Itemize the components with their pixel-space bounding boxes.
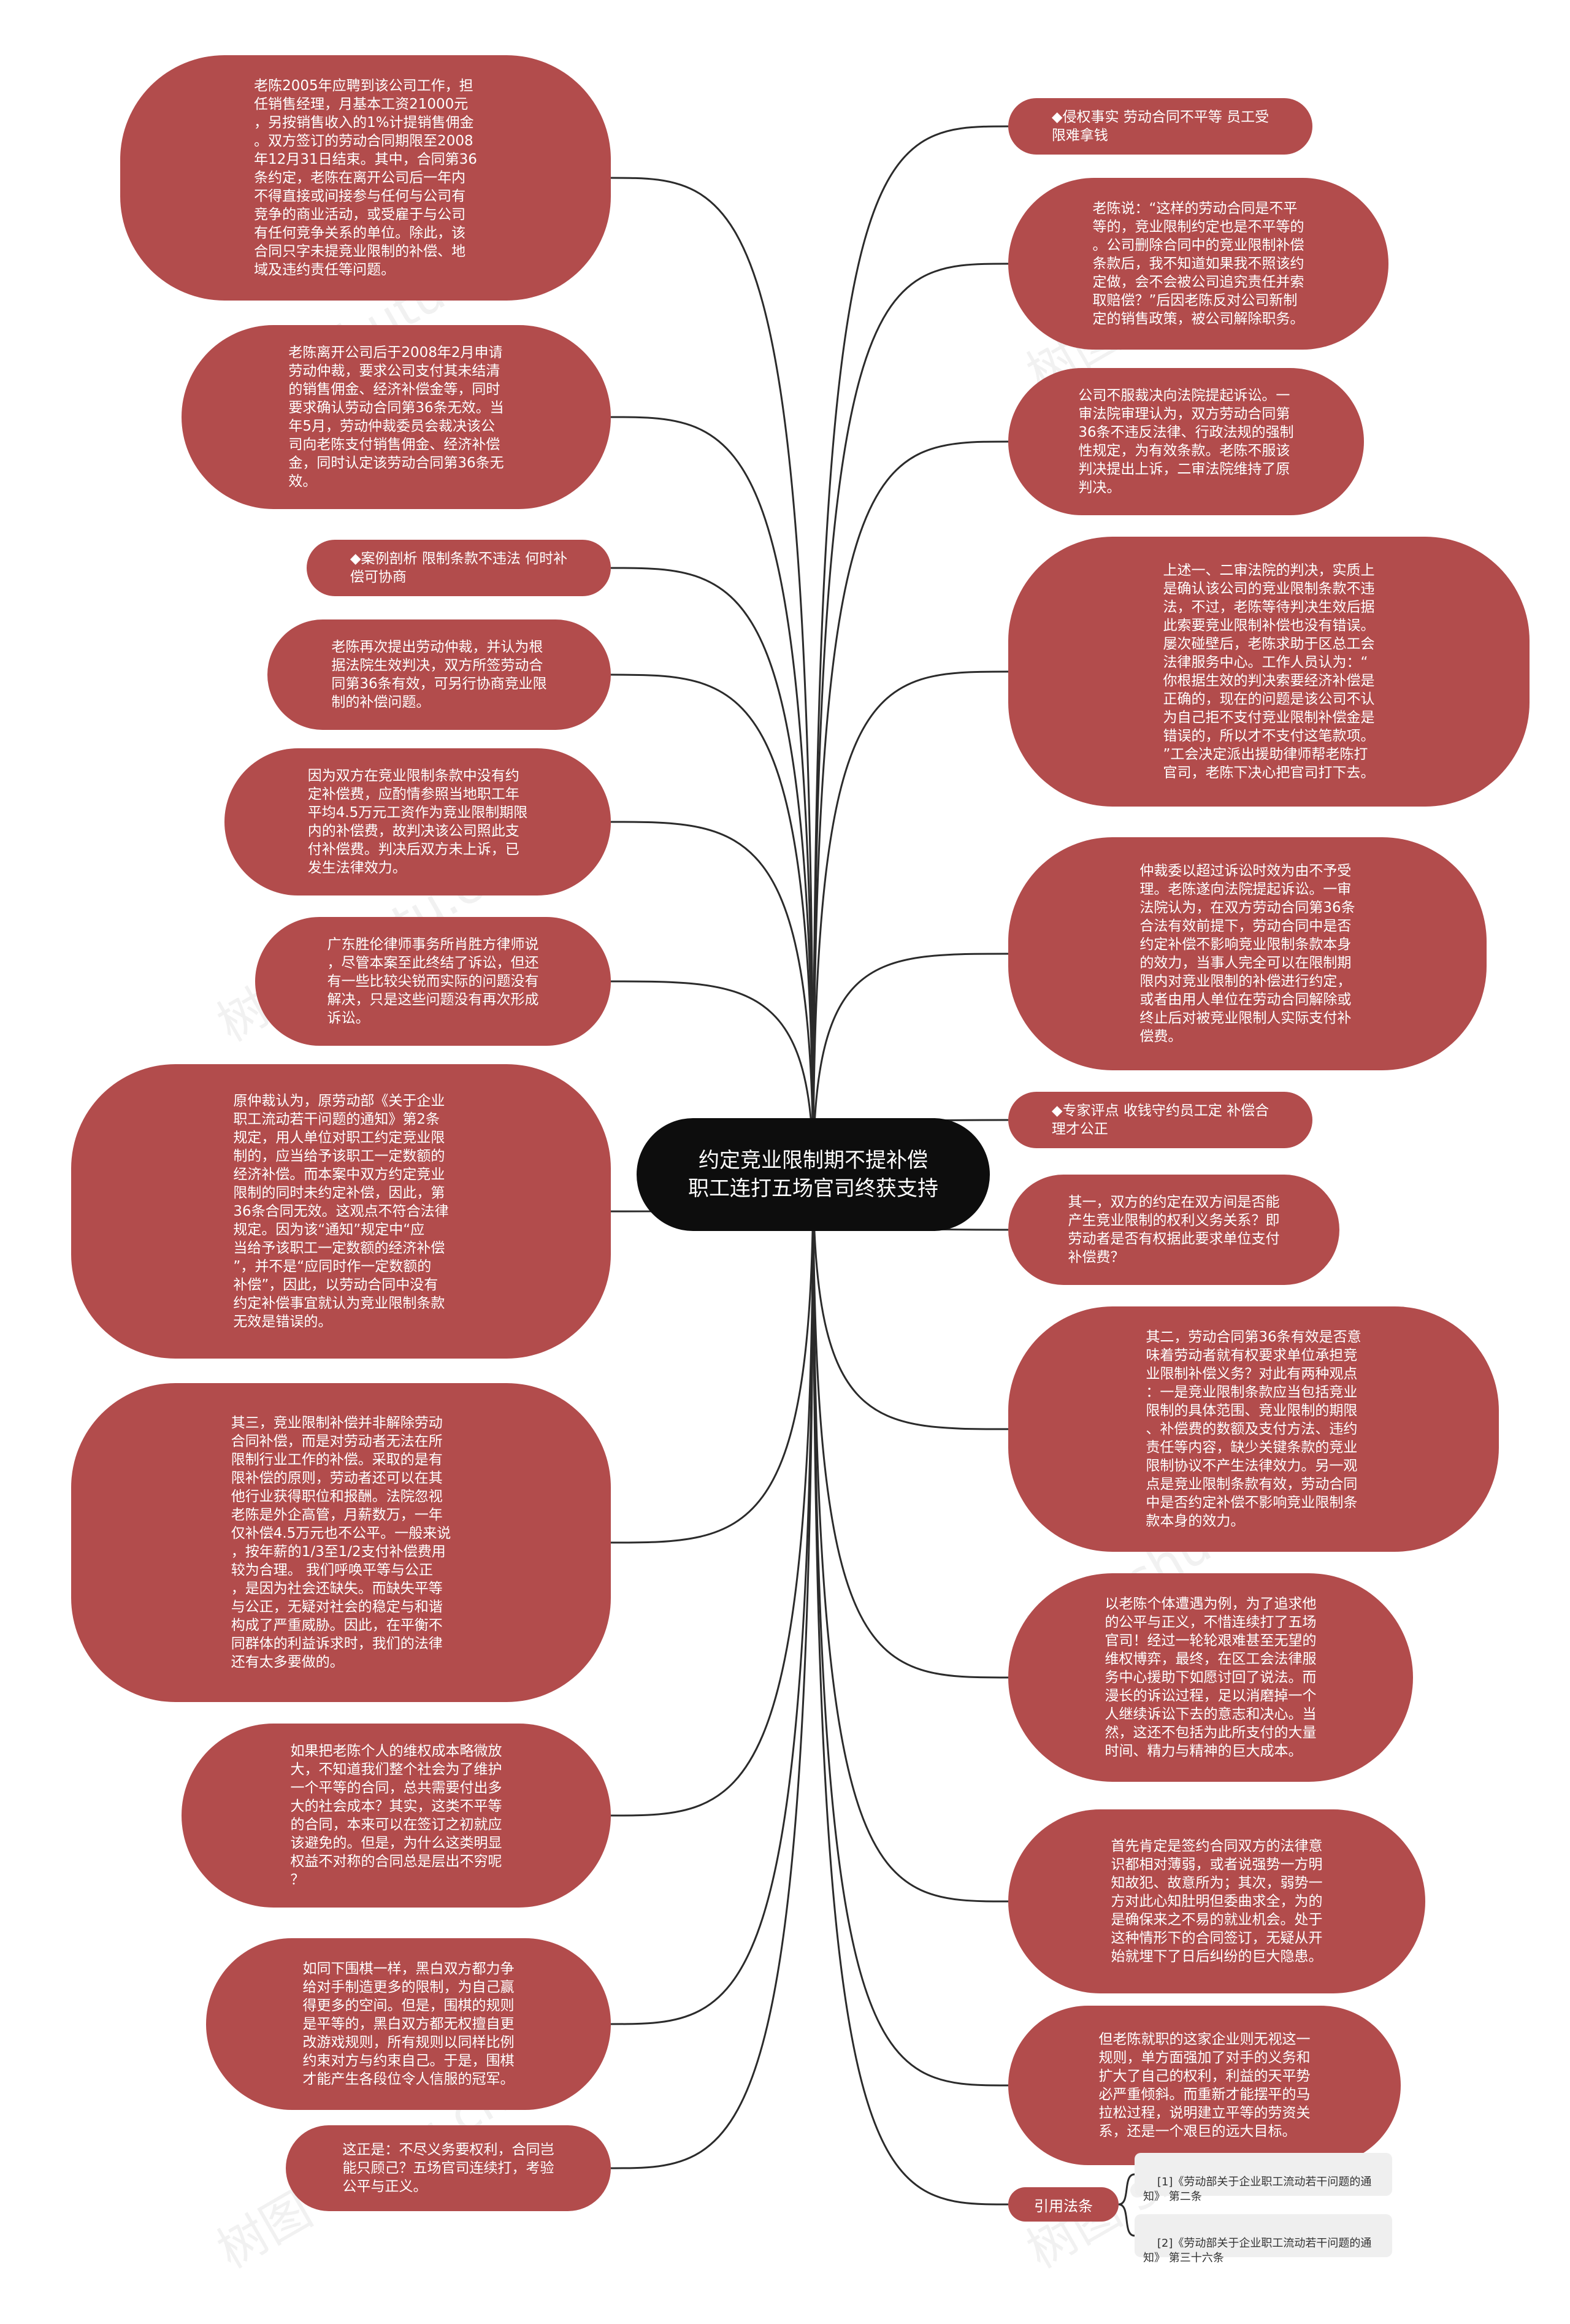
left-node-8[interactable]: 其三，竞业限制补偿并非解除劳动 合同补偿，而是对劳动者无法在所 限制行业工作的补…	[71, 1383, 611, 1702]
node-text: 其二，劳动合同第36条有效是否意 味着劳动者就有权要求单位承担竞 业限制补偿义务…	[1146, 1329, 1361, 1529]
citation-ref-1[interactable]: [1]《劳动部关于企业职工流动若干问题的通 知》 第二条	[1135, 2153, 1392, 2203]
connector-left-5	[610, 821, 814, 1175]
right-node-3[interactable]: 公司不服裁决向法院提起诉讼。一 审法院审理认为，双方劳动合同第 36条不违反法律…	[1008, 368, 1364, 515]
node-text: 其一，双方的约定在双方间是否能 产生竞业限制的权利义务关系？即 劳动者是否有权据…	[1068, 1194, 1280, 1265]
node-text: ◆案例剖析 限制条款不违法 何时补 偿可协商	[350, 551, 568, 585]
left-node-2[interactable]: 老陈离开公司后于2008年2月申请 劳动仲裁，要求公司支付其未结清 的销售佣金、…	[182, 325, 611, 509]
right-node-2[interactable]: 老陈说：“这样的劳动合同是不平 等的，竞业限制约定也是不平等的 。公司删除合同中…	[1008, 178, 1388, 350]
connector-left-9	[610, 1174, 814, 1817]
node-text: 这正是：不尽义务要权利，合同岂 能只顾己？五场官司连续打，考验 公平与正义。	[342, 2142, 554, 2195]
left-node-7[interactable]: 原仲裁认为，原劳动部《关于企业 职工流动若干问题的通知》第2条 规定，用人单位对…	[71, 1064, 611, 1359]
left-node-6[interactable]: 广东胜伦律师事务所肖胜方律师说 ，尽管本案至此终结了诉讼，但还 有一些比较尖锐而…	[255, 917, 611, 1046]
ref-text: [2]《劳动部关于企业职工流动若干问题的通 知》 第三十六条	[1143, 2237, 1372, 2265]
left-node-5[interactable]: 因为双方在竞业限制条款中没有约 定补偿费，应酌情参照当地职工年 平均4.5万元工…	[224, 748, 611, 895]
left-node-3[interactable]: ◆案例剖析 限制条款不违法 何时补 偿可协商	[307, 540, 611, 596]
left-node-4[interactable]: 老陈再次提出劳动仲裁，并认为根 据法院生效判决，双方所签劳动合 同第36条有效，…	[267, 619, 611, 730]
connector-left-10	[610, 1174, 814, 2025]
node-text: 首先肯定是签约合同双方的法律意 识都相对薄弱，或者说强势一方明 知故犯、故意所为…	[1111, 1838, 1323, 1965]
connector-left-2	[610, 416, 814, 1175]
left-node-10[interactable]: 如同下围棋一样，黑白双方都力争 给对手制造更多的限制，为自己赢 得更多的空间。但…	[206, 1938, 611, 2110]
node-text: 仲裁委以超过诉讼时效为由不予受 理。老陈遂向法院提起诉讼。一审 法院认为，在双方…	[1139, 863, 1355, 1045]
right-node-6[interactable]: ◆专家评点 收钱守约员工定 补偿合 理才公正	[1008, 1092, 1312, 1148]
connector-right-2	[812, 263, 1009, 1175]
connector-left-3	[610, 567, 814, 1175]
node-text: 如果把老陈个人的维权成本略微放 大，不知道我们整个社会为了维护 一个平等的合同，…	[290, 1743, 502, 1888]
node-text: 广东胜伦律师事务所肖胜方律师说 ，尽管本案至此终结了诉讼，但还 有一些比较尖锐而…	[327, 937, 539, 1026]
connector-right-8	[812, 1174, 1009, 1430]
node-text: 老陈再次提出劳动仲裁，并认为根 据法院生效判决，双方所签劳动合 同第36条有效，…	[331, 639, 547, 710]
connector-left-1	[610, 177, 814, 1175]
connector-left-4	[610, 673, 814, 1175]
root-topic[interactable]: 约定竞业限制期不提补偿 职工连打五场官司终获支持	[637, 1118, 990, 1231]
right-node-8[interactable]: 其二，劳动合同第36条有效是否意 味着劳动者就有权要求单位承担竞 业限制补偿义务…	[1008, 1306, 1499, 1552]
node-text: 公司不服裁决向法院提起诉讼。一 审法院审理认为，双方劳动合同第 36条不违反法律…	[1078, 388, 1294, 496]
node-text: ◆专家评点 收钱守约员工定 补偿合 理才公正	[1051, 1103, 1269, 1137]
node-text: 上述一、二审法院的判决，实质上 是确认该公司的竞业限制条款不违 法，不过，老陈等…	[1163, 562, 1375, 781]
right-node-5[interactable]: 仲裁委以超过诉讼时效为由不予受 理。老陈遂向法院提起诉讼。一审 法院认为，在双方…	[1008, 837, 1487, 1070]
node-text: 如同下围棋一样，黑白双方都力争 给对手制造更多的限制，为自己赢 得更多的空间。但…	[302, 1961, 515, 2087]
connector-right-9	[812, 1174, 1009, 1679]
node-text: 原仲裁认为，原劳动部《关于企业 职工流动若干问题的通知》第2条 规定，用人单位对…	[233, 1093, 449, 1330]
left-node-1[interactable]: 老陈2005年应聘到该公司工作，担 任销售经理，月基本工资21000元 ，另按销…	[120, 55, 611, 301]
right-node-11[interactable]: 但老陈就职的这家企业则无视这一 规则，单方面强加了对手的义务和 扩大了自己的权利…	[1008, 2006, 1401, 2165]
connector-ref-1	[1118, 2173, 1135, 2206]
connector-left-11	[610, 1174, 814, 2169]
connector-left-6	[610, 980, 814, 1175]
connector-right-4	[812, 670, 1009, 1175]
citation-node[interactable]: 引用法条	[1008, 2187, 1119, 2222]
node-text: 老陈说：“这样的劳动合同是不平 等的，竞业限制约定也是不平等的 。公司删除合同中…	[1092, 201, 1304, 327]
left-node-9[interactable]: 如果把老陈个人的维权成本略微放 大，不知道我们整个社会为了维护 一个平等的合同，…	[182, 1724, 611, 1908]
node-text: 老陈2005年应聘到该公司工作，担 任销售经理，月基本工资21000元 ，另按销…	[254, 78, 477, 278]
citation-ref-2[interactable]: [2]《劳动部关于企业职工流动若干问题的通 知》 第三十六条	[1135, 2214, 1392, 2265]
connector-ref-2	[1118, 2203, 1135, 2237]
connector-right-11	[812, 1174, 1009, 2087]
node-text: 其三，竞业限制补偿并非解除劳动 合同补偿，而是对劳动者无法在所 限制行业工作的补…	[231, 1415, 451, 1670]
node-text: 以老陈个体遭遇为例，为了追求他 的公平与正义，不惜连续打了五场 官司！经过一轮轮…	[1105, 1596, 1317, 1759]
connector-right-5	[812, 953, 1009, 1175]
citation-label: 引用法条	[1034, 2197, 1093, 2215]
node-text: 老陈离开公司后于2008年2月申请 劳动仲裁，要求公司支付其未结清 的销售佣金、…	[288, 345, 504, 489]
connector-citation	[812, 1174, 1009, 2206]
node-text: 因为双方在竞业限制条款中没有约 定补偿费，应酌情参照当地职工年 平均4.5万元工…	[307, 768, 528, 876]
right-node-4[interactable]: 上述一、二审法院的判决，实质上 是确认该公司的竞业限制条款不违 法，不过，老陈等…	[1008, 537, 1530, 807]
connector-left-8	[610, 1174, 814, 1544]
root-title: 约定竞业限制期不提补偿 职工连打五场官司终获支持	[688, 1148, 938, 1201]
connector-right-3	[812, 440, 1009, 1175]
ref-text: [1]《劳动部关于企业职工流动若干问题的通 知》 第二条	[1143, 2176, 1372, 2203]
right-node-1[interactable]: ◆侵权事实 劳动合同不平等 员工受 限难拿钱	[1008, 98, 1312, 155]
node-text: ◆侵权事实 劳动合同不平等 员工受 限难拿钱	[1051, 109, 1269, 144]
connector-right-1	[812, 125, 1009, 1175]
right-node-10[interactable]: 首先肯定是签约合同双方的法律意 识都相对薄弱，或者说强势一方明 知故犯、故意所为…	[1008, 1809, 1425, 1993]
connector-right-10	[812, 1174, 1009, 1903]
right-node-9[interactable]: 以老陈个体遭遇为例，为了追求他 的公平与正义，不惜连续打了五场 官司！经过一轮轮…	[1008, 1573, 1413, 1782]
right-node-7[interactable]: 其一，双方的约定在双方间是否能 产生竞业限制的权利义务关系？即 劳动者是否有权据…	[1008, 1175, 1339, 1285]
node-text: 但老陈就职的这家企业则无视这一 规则，单方面强加了对手的义务和 扩大了自己的权利…	[1098, 2031, 1311, 2139]
left-node-11[interactable]: 这正是：不尽义务要权利，合同岂 能只顾己？五场官司连续打，考验 公平与正义。	[286, 2125, 611, 2211]
